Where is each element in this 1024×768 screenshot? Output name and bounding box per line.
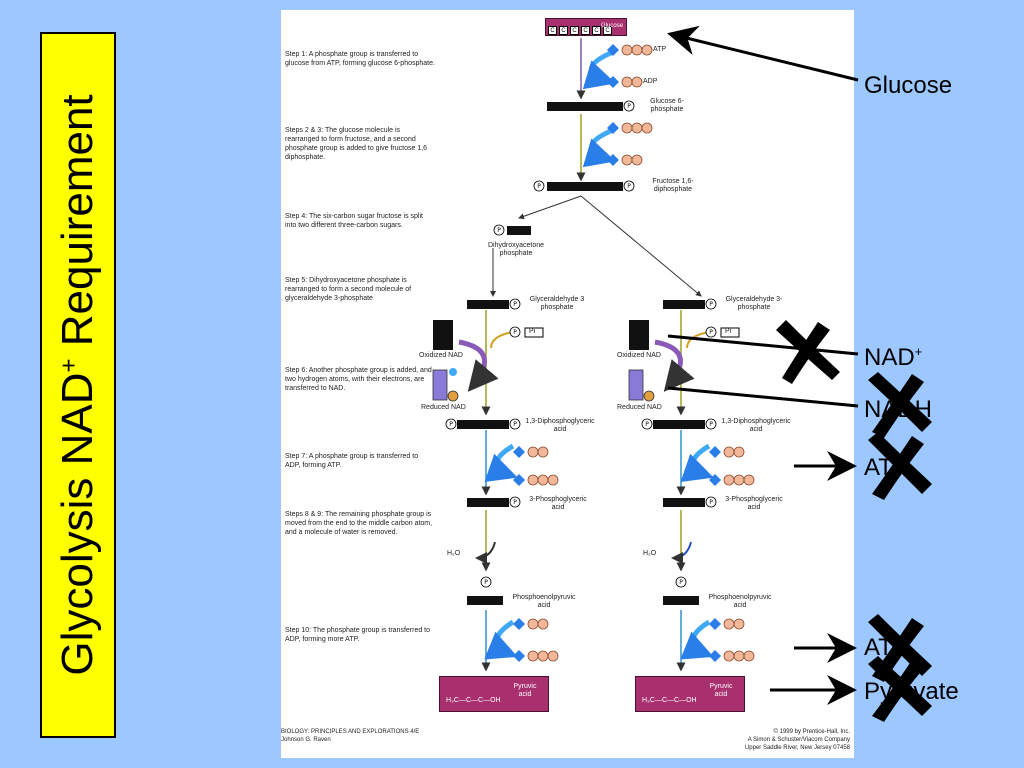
callout-nad-sup: + [914, 344, 923, 359]
svg-text:P: P [513, 421, 517, 428]
pyruvic-acid-right: H₃C—C—C—OH Pyruvic acid [635, 676, 745, 712]
step-10-text: Step 10: The phosphate group is transfer… [285, 627, 431, 643]
book-title: BIOLOGY: PRINCIPLES AND EXPLORATIONS 4/E [281, 729, 420, 735]
svg-text:P: P [709, 301, 713, 308]
dpg-left-chain [457, 420, 509, 429]
adp-label-1: ADP [643, 78, 658, 85]
dpg-left-label: 1,3-Diphosphoglyceric acid [525, 418, 595, 433]
publisher-address: Upper Saddle River, New Jersey 07458 [744, 745, 850, 751]
cross-mark-nadh [868, 372, 932, 438]
fructose-diphosphate-label: Fructose 1,6-diphosphate [652, 178, 694, 193]
pg3-right-label: 3-Phosphoglyceric acid [725, 496, 783, 511]
pi-label-left: Pi [529, 328, 536, 335]
publisher-line: A Simon & Schuster/Viacom Company [747, 737, 850, 743]
pyruvic-formula-left: H₃C—C—C—OH [446, 697, 501, 704]
svg-text:P: P [679, 579, 683, 586]
cross-mark-nad [776, 320, 840, 384]
step-5-text: Step 5: Dihydroxyacetone phosphate is re… [285, 277, 412, 302]
fructose-diphosphate-chain [547, 182, 623, 191]
g3p-left-label: Glyceraldehyde 3 phosphate [529, 296, 585, 311]
svg-text:P: P [537, 183, 541, 190]
svg-text:P: P [513, 301, 517, 308]
callout-nad: NAD+ [864, 344, 922, 372]
svg-text:P: P [513, 329, 517, 336]
pg3-left-chain [467, 498, 509, 507]
pep-right-label: Phosphoenolpyruvic acid [708, 594, 772, 609]
svg-text:P: P [709, 499, 713, 506]
pep-right-chain [663, 596, 699, 605]
glucose-6-phosphate-label: Glucose 6-phosphate [650, 98, 684, 113]
pyruvic-acid-left: H₃C—C—C—OH Pyruvic acid [439, 676, 549, 712]
pathway-drawing: P P P P P P P P P P P P P P P P [432, 38, 755, 672]
book-credit: BIOLOGY: PRINCIPLES AND EXPLORATIONS 4/E… [281, 728, 419, 744]
water-left-label: H₂O [447, 550, 461, 557]
cross-mark-pyruvate [868, 656, 932, 722]
svg-text:P: P [497, 227, 501, 234]
svg-text:P: P [627, 103, 631, 110]
atp-label-1: ATP [653, 46, 667, 53]
pi-label-right: Pi [725, 328, 732, 335]
callout-glucose: Glucose [864, 72, 953, 99]
svg-text:P: P [709, 329, 713, 336]
svg-text:P: P [645, 421, 649, 428]
step-4-text: Step 4: The six-carbon sugar fructose is… [285, 213, 423, 229]
book-authors: Johnson G. Raven [281, 737, 331, 743]
glucose-label: Glucose [600, 23, 623, 29]
step-6-text: Step 6: Another phosphate group is added… [285, 367, 432, 392]
callout-nad-text: NAD [864, 344, 915, 371]
dpg-right-chain [653, 420, 705, 429]
reduced-nad-left-label: Reduced NAD [421, 404, 466, 411]
step-1-text: Step 1: A phosphate group is transferred… [285, 51, 435, 67]
oxidized-nad-left-label: Oxidized NAD [419, 352, 463, 359]
step-8-9-text: Steps 8 & 9: The remaining phosphate gro… [285, 511, 433, 536]
pep-left-label: Phosphoenolpyruvic acid [512, 594, 576, 609]
cross-mark-atp-1 [868, 432, 932, 500]
reduced-nad-right-label: Reduced NAD [617, 404, 662, 411]
oxidized-nad-right-label: Oxidized NAD [617, 352, 661, 359]
dpg-right-label: 1,3-Diphosphoglyceric acid [721, 418, 791, 433]
svg-text:P: P [484, 579, 488, 586]
publisher-credit: © 1999 by Prentice-Hall, Inc. A Simon & … [745, 728, 850, 752]
glucose-6-phosphate-chain [547, 102, 623, 111]
g3p-right-chain [663, 300, 705, 309]
pyruvic-label-left: Pyruvic acid [513, 683, 537, 698]
pg3-left-label: 3-Phosphoglyceric acid [529, 496, 587, 511]
pg3-right-chain [663, 498, 705, 507]
step-7-text: Step 7: A phosphate group is transferred… [285, 453, 419, 469]
water-right-label: H₂O [643, 550, 657, 557]
dhap-label: Dihydroxyacetone phosphate [487, 242, 545, 257]
dhap-chain [507, 226, 531, 235]
svg-text:P: P [513, 499, 517, 506]
g3p-right-label: Glyceraldehyde 3-phosphate [725, 296, 783, 311]
slide-title-box: Glycolysis NAD+ Requirement [40, 32, 116, 738]
pep-left-chain [467, 596, 503, 605]
g3p-left-chain [467, 300, 509, 309]
copyright-line: © 1999 by Prentice-Hall, Inc. [773, 729, 850, 735]
pyruvic-label-right: Pyruvic acid [709, 683, 733, 698]
svg-text:P: P [449, 421, 453, 428]
svg-text:P: P [627, 183, 631, 190]
pyruvic-formula-right: H₃C—C—C—OH [642, 697, 697, 704]
glycolysis-diagram: Step 1: A phosphate group is transferred… [281, 10, 854, 758]
svg-text:P: P [709, 421, 713, 428]
step-2-3-text: Steps 2 & 3: The glucose molecule is rea… [285, 127, 428, 161]
